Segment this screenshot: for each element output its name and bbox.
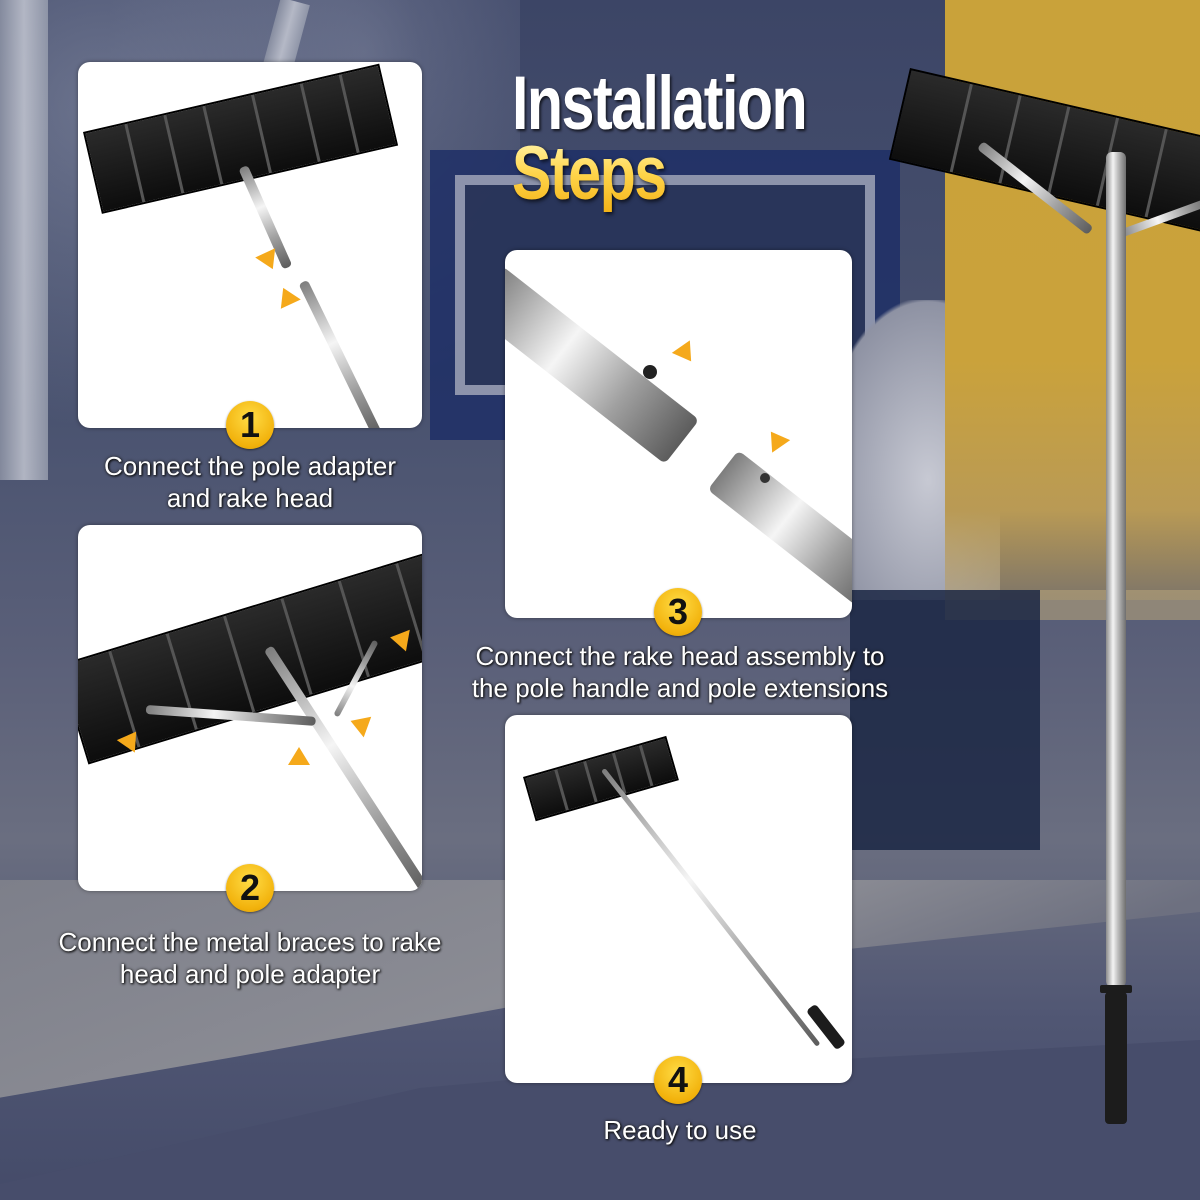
- step-3-caption-line-1: Connect the rake head assembly to: [475, 641, 885, 671]
- step-4-caption-line-1: Ready to use: [603, 1115, 757, 1145]
- title-line-2: Steps: [512, 136, 806, 212]
- step-1-image: [78, 62, 422, 428]
- step-2-badge: 2: [226, 864, 274, 912]
- pole-handle-tube: [505, 265, 700, 464]
- step-2-caption-line-1: Connect the metal braces to rake: [58, 927, 442, 957]
- grip-handle: [805, 1003, 847, 1051]
- step-3-badge: 3: [654, 588, 702, 636]
- step-3-caption: Connect the rake head assembly to the po…: [440, 640, 920, 704]
- step-3-image: [505, 250, 852, 618]
- step-2-caption-line-2: head and pole adapter: [119, 959, 381, 989]
- large-grip-handle: [1105, 992, 1127, 1124]
- assembled-pole: [601, 767, 821, 1047]
- birch-trunk: [0, 0, 48, 480]
- step-4-image: [505, 715, 852, 1083]
- orange-arrow-icon: [761, 425, 791, 453]
- rake-head: [523, 735, 679, 822]
- orange-arrow-icon: [288, 747, 310, 765]
- step-1-caption-line-1: Connect the pole adapter: [104, 451, 396, 481]
- background-house-right: [850, 590, 1040, 850]
- step-1-caption: Connect the pole adapter and rake head: [40, 450, 460, 514]
- rake-head: [83, 63, 399, 214]
- step-3-caption-line-2: the pole handle and pole extensions: [471, 673, 889, 703]
- step-2-image: [78, 525, 422, 891]
- pole-extension-tube: [707, 450, 852, 613]
- orange-arrow-icon: [671, 340, 701, 368]
- spring-button: [760, 473, 770, 483]
- title-line-1: Installation: [512, 61, 808, 146]
- large-pole: [1106, 152, 1126, 987]
- pole-section: [298, 279, 383, 428]
- orange-arrow-icon: [388, 626, 410, 652]
- step-2-caption: Connect the metal braces to rake head an…: [20, 926, 480, 990]
- pole-hole: [643, 365, 657, 379]
- step-1-caption-line-2: and rake head: [166, 483, 334, 513]
- page-title: Installation Steps: [512, 61, 808, 212]
- step-4-caption: Ready to use: [560, 1114, 800, 1146]
- orange-arrow-icon: [346, 710, 372, 738]
- step-4-badge: 4: [654, 1056, 702, 1104]
- large-grip-collar: [1100, 985, 1132, 993]
- step-1-badge: 1: [226, 401, 274, 449]
- orange-arrow-icon: [273, 283, 301, 309]
